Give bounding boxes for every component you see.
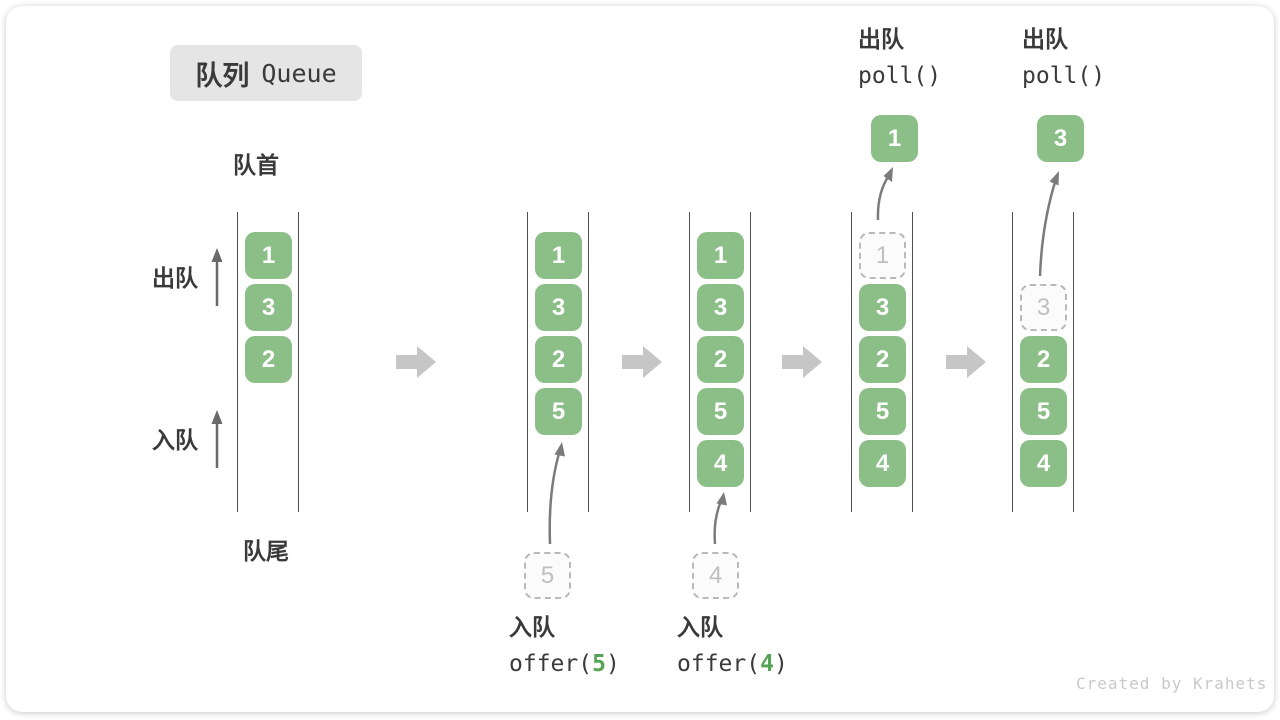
queue-item: 4	[859, 440, 906, 487]
queue-item-removed: 3	[1020, 284, 1067, 331]
queue-item-removed: 1	[859, 232, 906, 279]
queue-item: 2	[535, 336, 582, 383]
op-dequeue-1: 出队 poll()	[858, 26, 941, 90]
queue-channel-1: 1 3 2	[237, 212, 299, 512]
queue-item: 4	[1020, 440, 1067, 487]
queue-item: 3	[535, 284, 582, 331]
transition-arrow-icon	[622, 346, 662, 378]
queue-item: 5	[535, 388, 582, 435]
transition-arrow-icon	[782, 346, 822, 378]
label-enqueue: 入队	[152, 427, 198, 453]
title-badge: 队列 Queue	[170, 45, 362, 101]
title-zh: 队列	[195, 60, 250, 91]
op-enqueue-2-label: 入队	[677, 614, 723, 640]
queue-item: 5	[859, 388, 906, 435]
transition-arrow-icon	[946, 346, 986, 378]
op-enqueue-2-code: offer(4)	[677, 650, 788, 677]
queue-channel-5: 3 2 5 4	[1012, 212, 1074, 512]
op-enqueue-1: 入队 offer(5)	[509, 614, 620, 678]
queue-item: 2	[697, 336, 744, 383]
queue-item: 2	[1020, 336, 1067, 383]
queue-item: 5	[1020, 388, 1067, 435]
op-dequeue-2-code: poll()	[1022, 62, 1106, 89]
label-dequeue: 出队	[152, 265, 198, 291]
dequeue-direction-arrow-icon	[211, 248, 223, 306]
dequeue-arrow-icon	[1038, 171, 1059, 277]
pending-item: 5	[524, 552, 571, 599]
queue-item: 3	[697, 284, 744, 331]
dequeue-arrow-icon	[876, 167, 893, 221]
enqueue-arrow-icon	[713, 492, 727, 545]
op-dequeue-1-code: poll()	[858, 62, 942, 89]
op-dequeue-2: 出队 poll()	[1022, 26, 1105, 90]
queue-channel-2: 1 3 2 5	[527, 212, 589, 512]
op-enqueue-1-code: offer(5)	[509, 650, 620, 677]
queue-item: 1	[697, 232, 744, 279]
dequeued-item: 1	[871, 115, 918, 162]
op-dequeue-1-label: 出队	[858, 26, 904, 52]
label-queue-front: 队首	[233, 152, 279, 178]
queue-item: 5	[697, 388, 744, 435]
pending-item: 4	[692, 552, 739, 599]
dequeued-item: 3	[1037, 115, 1084, 162]
queue-item: 3	[859, 284, 906, 331]
queue-channel-3: 1 3 2 5 4	[689, 212, 751, 512]
transition-arrow-icon	[396, 346, 436, 378]
queue-item: 2	[859, 336, 906, 383]
label-queue-rear: 队尾	[243, 538, 289, 564]
queue-channel-4: 1 3 2 5 4	[851, 212, 913, 512]
op-enqueue-2: 入队 offer(4)	[677, 614, 788, 678]
watermark: Created by Krahets	[1076, 674, 1268, 693]
queue-item: 1	[245, 232, 292, 279]
enqueue-direction-arrow-icon	[211, 410, 223, 468]
queue-item: 1	[535, 232, 582, 279]
queue-item: 2	[245, 336, 292, 383]
op-enqueue-1-label: 入队	[509, 614, 555, 640]
enqueue-arrow-icon	[548, 442, 565, 545]
op-dequeue-2-label: 出队	[1022, 26, 1068, 52]
queue-item: 3	[245, 284, 292, 331]
title-en: Queue	[261, 58, 337, 88]
queue-item: 4	[697, 440, 744, 487]
